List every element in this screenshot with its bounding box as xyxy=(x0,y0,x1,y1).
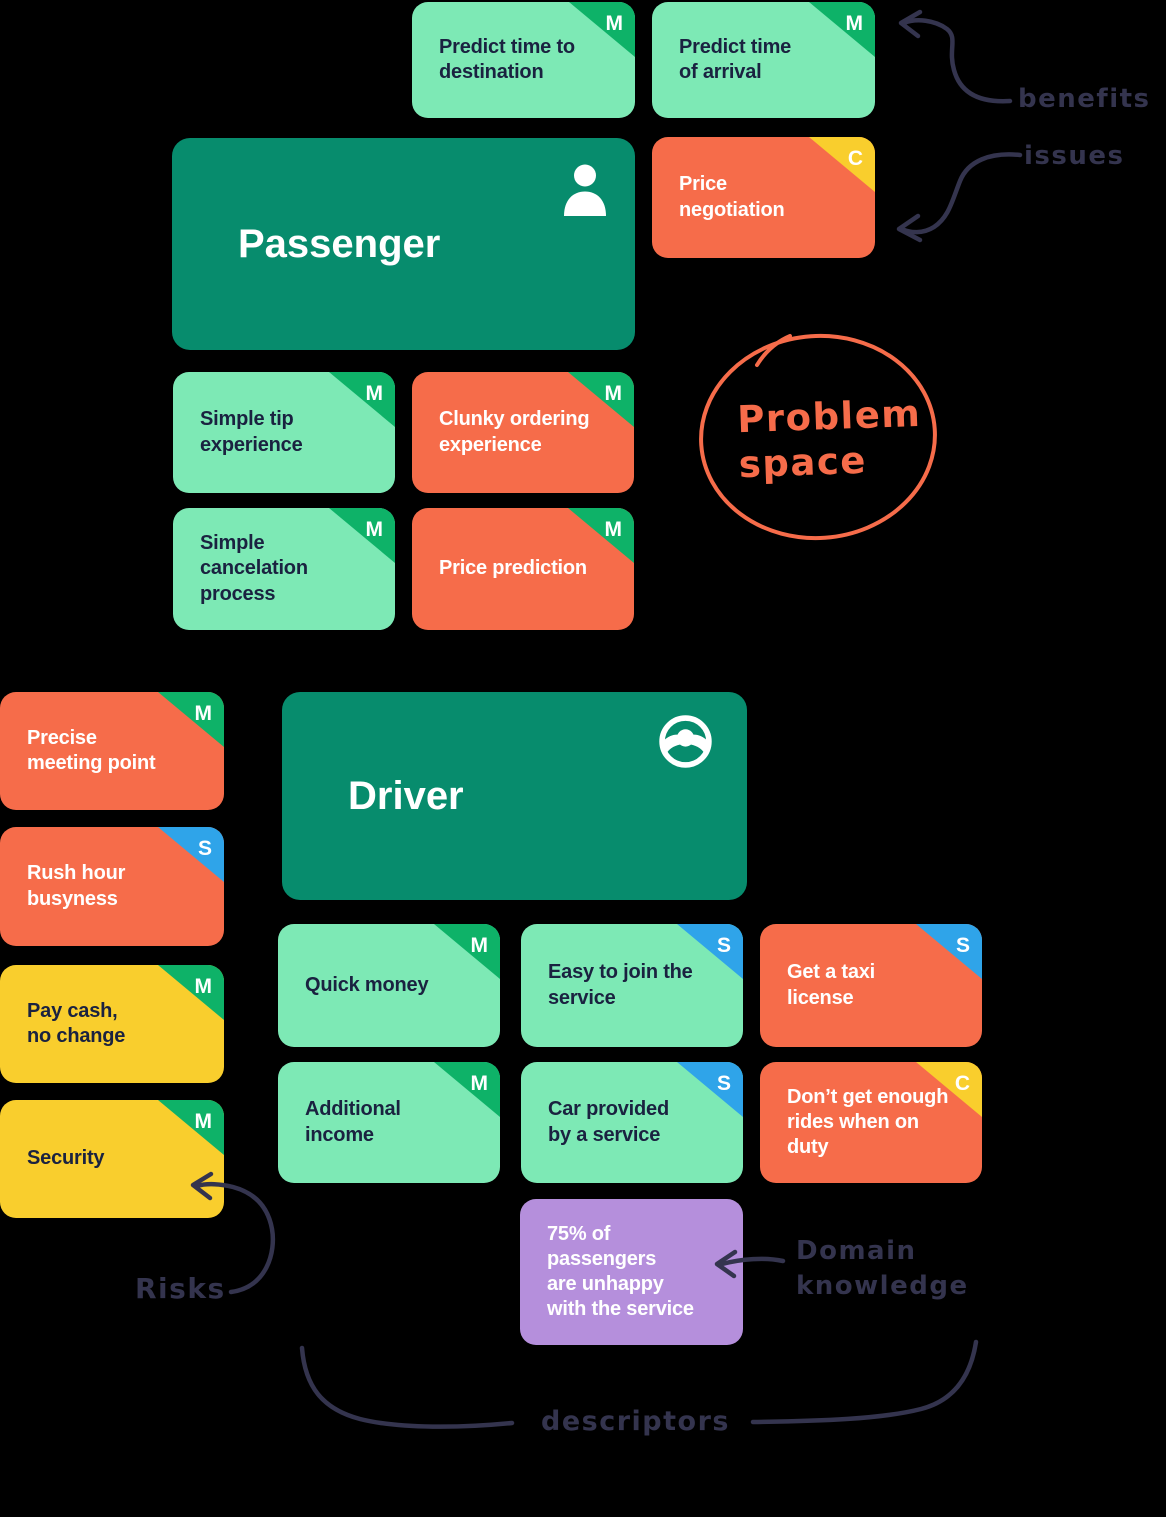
badge-letter: S xyxy=(716,934,731,957)
badge-letter: M xyxy=(194,702,213,725)
badge-letter: S xyxy=(197,837,212,860)
annotation-domain-knowledge: Domain knowledge xyxy=(796,1236,969,1302)
person-icon xyxy=(562,162,608,227)
badge-letter: M xyxy=(194,1110,213,1133)
annotation-problem-space: Problem space xyxy=(736,391,923,487)
card-text: Rush hour busyness xyxy=(27,862,126,910)
card-text: Simple cancelation process xyxy=(200,532,308,605)
priority-badge-m: M xyxy=(158,1100,224,1155)
badge-letter: M xyxy=(470,934,489,957)
descriptors-left-bracket xyxy=(299,1345,515,1429)
annotation-benefits: benefits xyxy=(1018,84,1151,114)
card-precise-meeting-point[interactable]: M Precise meeting point xyxy=(0,692,224,810)
persona-card-driver[interactable]: Driver xyxy=(282,692,747,900)
priority-badge-m: M xyxy=(434,924,500,979)
priority-badge-m: M xyxy=(809,2,875,57)
priority-badge-m: M xyxy=(568,508,634,563)
badge-letter: M xyxy=(605,12,624,35)
benefits-arrowhead xyxy=(898,9,923,39)
persona-title: Passenger xyxy=(238,221,441,266)
card-simple-tip-experience[interactable]: M Simple tip experience xyxy=(173,372,395,493)
persona-card-passenger[interactable]: Passenger xyxy=(172,138,635,350)
problem-space-circle-overlap xyxy=(755,334,792,367)
badge-letter: S xyxy=(955,934,970,957)
card-text: Additional income xyxy=(305,1098,401,1146)
card-easy-to-join-the-service[interactable]: S Easy to join the service xyxy=(521,924,743,1047)
card-text: Clunky ordering experience xyxy=(439,408,590,456)
annotation-risks: Risks xyxy=(135,1272,226,1305)
card-additional-income[interactable]: M Additional income xyxy=(278,1062,500,1183)
badge-letter: M xyxy=(604,518,623,541)
badge-letter: C xyxy=(847,147,863,170)
card-price-negotiation[interactable]: C Price negotiation xyxy=(652,137,875,258)
priority-badge-s: S xyxy=(158,827,224,882)
priority-badge-m: M xyxy=(158,692,224,747)
card-text: Pay cash, no change xyxy=(27,999,126,1047)
card-text: Precise meeting point xyxy=(27,726,156,774)
annotation-descriptors: descriptors xyxy=(541,1406,730,1437)
card-text: Predict time to destination xyxy=(439,35,575,83)
card-predict-time-to-destination[interactable]: M Predict time to destination xyxy=(412,2,635,118)
card-text: Predict time of arrival xyxy=(679,35,792,83)
card-text: Quick money xyxy=(305,973,429,996)
issues-arrow xyxy=(899,152,1023,235)
card-clunky-ordering-experience[interactable]: M Clunky ordering experience xyxy=(412,372,634,493)
card-text: Easy to join the service xyxy=(548,961,693,1009)
badge-letter: M xyxy=(365,382,384,405)
badge-letter: C xyxy=(954,1072,970,1095)
priority-badge-m: M xyxy=(329,372,395,427)
badge-letter: M xyxy=(194,975,213,998)
card-text: Security xyxy=(27,1147,105,1170)
priority-badge-m: M xyxy=(569,2,635,57)
descriptors-right-bracket xyxy=(750,1339,979,1425)
card-text: Price prediction xyxy=(439,557,587,580)
card-text: Simple tip experience xyxy=(200,408,303,456)
card-text: Price negotiation xyxy=(679,173,785,221)
priority-badge-m: M xyxy=(329,508,395,563)
priority-badge-m: M xyxy=(158,965,224,1020)
badge-letter: M xyxy=(365,518,384,541)
steering-wheel-icon xyxy=(657,713,714,777)
issues-arrowhead xyxy=(896,213,923,243)
annotation-issues: issues xyxy=(1024,141,1125,171)
card-simple-cancelation-process[interactable]: M Simple cancelation process xyxy=(173,508,395,630)
card-car-provided-by-a-service[interactable]: S Car provided by a service xyxy=(521,1062,743,1183)
card-text: Car provided by a service xyxy=(548,1098,669,1146)
card-dont-get-enough-rides[interactable]: C Don’t get enough rides when on duty xyxy=(760,1062,982,1183)
card-price-prediction[interactable]: M Price prediction xyxy=(412,508,634,630)
priority-badge-m: M xyxy=(434,1062,500,1117)
card-get-a-taxi-license[interactable]: S Get a taxi license xyxy=(760,924,982,1047)
card-domain-knowledge-fact[interactable]: 75% of passengers are unhappy with the s… xyxy=(520,1199,743,1345)
badge-letter: M xyxy=(845,12,864,35)
card-rush-hour-busyness[interactable]: S Rush hour busyness xyxy=(0,827,224,946)
card-text: 75% of passengers are unhappy with the s… xyxy=(547,1222,694,1321)
card-text: Get a taxi license xyxy=(787,961,876,1009)
card-security[interactable]: M Security xyxy=(0,1100,224,1218)
benefits-arrow xyxy=(901,18,1013,104)
badge-letter: M xyxy=(470,1072,489,1095)
persona-title: Driver xyxy=(348,773,464,818)
badge-letter: M xyxy=(604,382,623,405)
card-quick-money[interactable]: M Quick money xyxy=(278,924,500,1047)
card-pay-cash-no-change[interactable]: M Pay cash, no change xyxy=(0,965,224,1083)
card-text: Don’t get enough rides when on duty xyxy=(787,1085,949,1159)
card-predict-time-of-arrival[interactable]: M Predict time of arrival xyxy=(652,2,875,118)
priority-badge-s: S xyxy=(677,1062,743,1117)
badge-letter: S xyxy=(716,1072,731,1095)
